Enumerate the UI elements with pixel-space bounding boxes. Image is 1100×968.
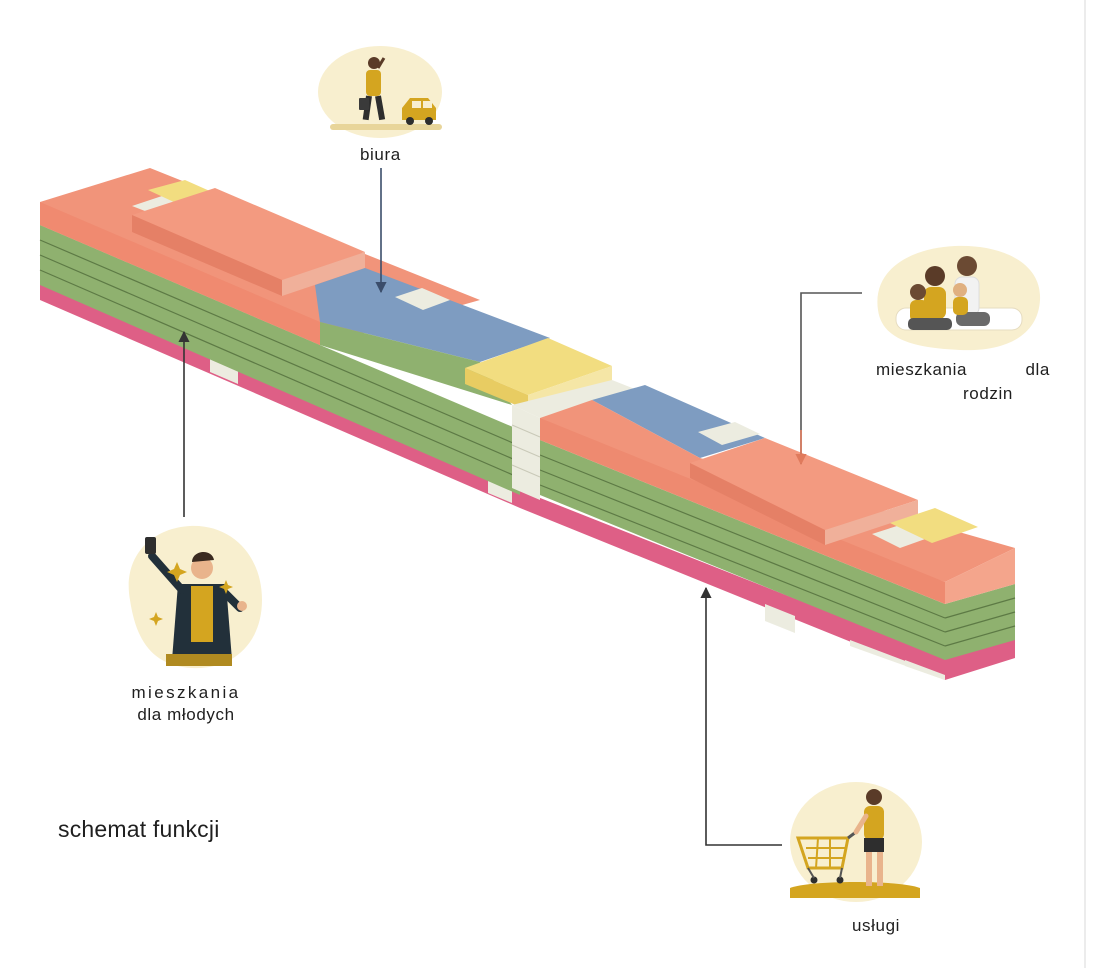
label-families-word3: rodzin <box>963 384 1013 403</box>
families-raised-block-left-side <box>282 252 365 296</box>
families-raised-block-right-side <box>825 500 918 545</box>
core-strip-middle <box>512 380 645 418</box>
building-bar <box>39 168 1016 680</box>
communication-strip-right <box>890 508 978 543</box>
right-edge-rule <box>1084 0 1086 968</box>
core-strip-right <box>872 525 928 548</box>
label-young: mieszkania dla młodych <box>131 682 240 726</box>
families-top-right-side <box>945 548 1015 604</box>
label-families-word2: dla <box>1025 360 1050 379</box>
green-top-middle <box>320 322 512 405</box>
communication-block-top <box>465 338 612 395</box>
services-layer-left <box>40 283 520 508</box>
families-raised-block-left-front <box>132 215 282 296</box>
communication-block-front <box>465 368 528 410</box>
offices-top <box>315 268 550 362</box>
label-young-line2: dla młodych <box>137 705 235 724</box>
label-young-line1: mieszkania <box>131 683 241 702</box>
green-left-top <box>40 225 520 495</box>
services-core-5 <box>905 660 945 680</box>
selfie-person-illustration <box>128 525 262 669</box>
businessman-taxi-illustration <box>318 46 442 138</box>
families-top-right-front <box>540 418 945 604</box>
services-core-3 <box>765 604 795 633</box>
diagram-title: schemat funkcji <box>58 816 220 842</box>
label-services: usługi <box>852 916 901 935</box>
label-families: mieszkania dla rodzin <box>876 359 1050 405</box>
connector-lines <box>178 168 862 846</box>
shopping-cart-person-illustration <box>790 782 922 902</box>
label-offices: biura <box>360 145 401 164</box>
family-illustration <box>877 245 1041 351</box>
offices-core-strip-right <box>698 422 760 445</box>
families-raised-block-right-top <box>690 438 918 530</box>
communication-strip-1 <box>148 180 212 203</box>
central-core <box>512 405 540 500</box>
families-raised-block-right-front <box>690 463 825 545</box>
families-side-left <box>40 202 320 345</box>
families-raised-block-left-top <box>132 188 365 280</box>
label-families-word1: mieszkania <box>876 360 968 379</box>
services-layer-right <box>520 490 1015 680</box>
families-connector <box>800 292 862 464</box>
services-connector <box>700 586 782 846</box>
offices-core-strip <box>395 288 450 310</box>
